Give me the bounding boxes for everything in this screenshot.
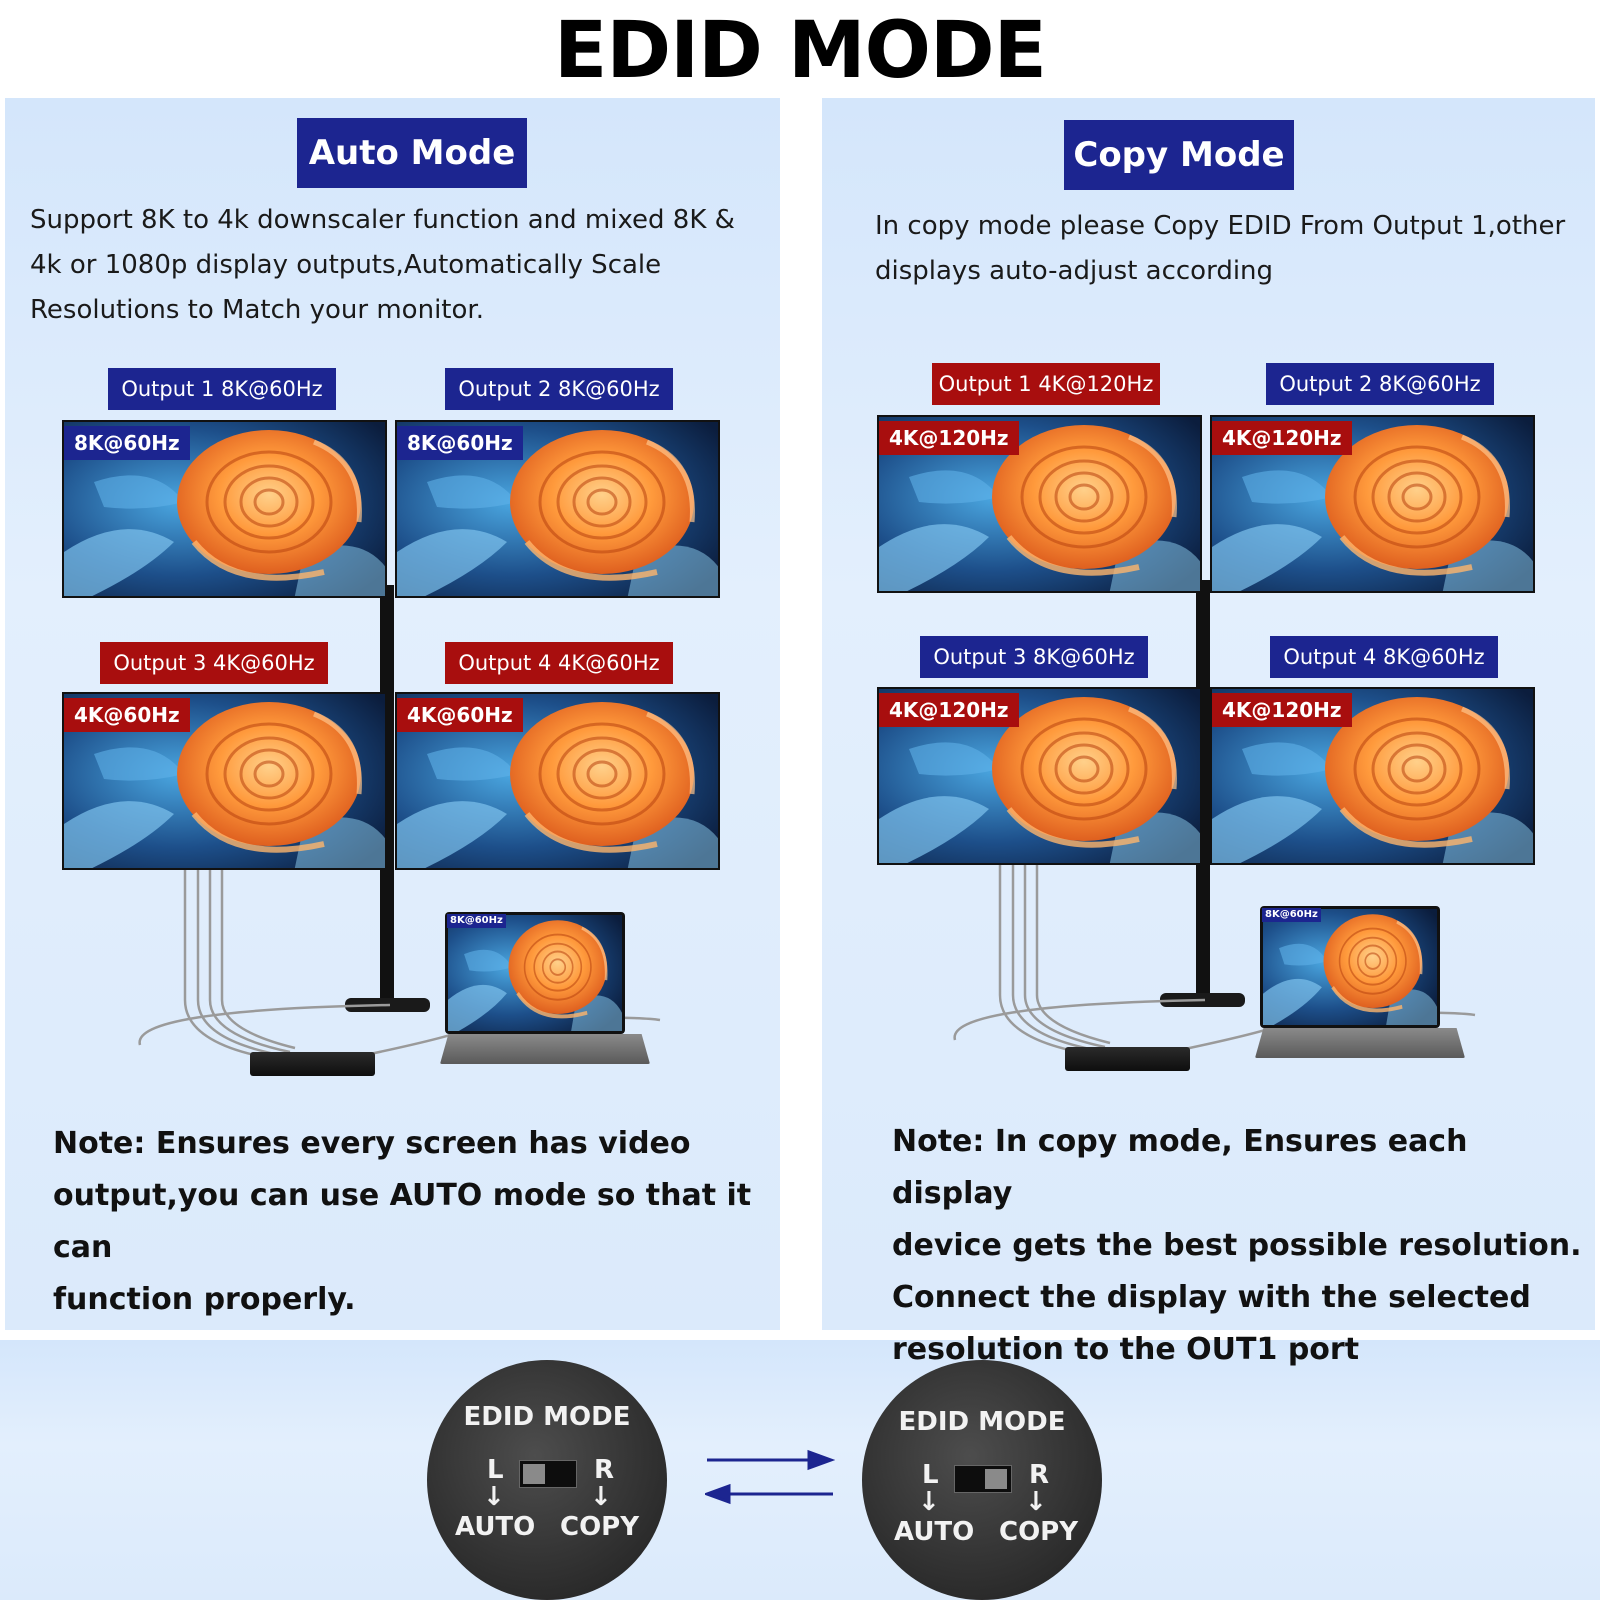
switch-right-letter: R — [1029, 1460, 1050, 1490]
auto-output-1-label: Output 1 8K@60Hz — [108, 368, 336, 410]
laptop-resolution-badge: 8K@60Hz — [1262, 908, 1321, 922]
copy-mode-description: In copy mode please Copy EDID From Outpu… — [875, 204, 1590, 294]
switch-title: EDID MODE — [898, 1407, 1066, 1437]
switch-panel — [0, 1340, 1600, 1600]
copy-mode-note: Note: In copy mode, Ensures each display… — [892, 1116, 1597, 1376]
copy-output-3-label: Output 3 8K@60Hz — [920, 636, 1148, 678]
auto-screen-4-resolution: 4K@60Hz — [397, 698, 523, 732]
auto-output-3-label: Output 3 4K@60Hz — [100, 642, 328, 684]
switch-copy-label: COPY — [999, 1517, 1079, 1547]
slide-switch[interactable] — [954, 1465, 1012, 1493]
switch-title: EDID MODE — [463, 1402, 631, 1432]
auto-mode-badge: Auto Mode — [297, 118, 527, 188]
rose-image — [1263, 909, 1437, 1025]
auto-output-2-label: Output 2 8K@60Hz — [445, 368, 673, 410]
rose-image — [448, 915, 622, 1031]
laptop-resolution-badge: 8K@60Hz — [447, 914, 506, 928]
copy-mode-badge: Copy Mode — [1064, 120, 1294, 190]
switch-copy-label: COPY — [560, 1512, 640, 1542]
auto-screen-1-resolution: 8K@60Hz — [64, 426, 190, 460]
down-arrow-icon: ↓ — [1025, 1487, 1047, 1517]
laptop-keyboard — [440, 1034, 650, 1064]
auto-desc-line: 4k or 1080p display outputs,Automaticall… — [30, 250, 662, 280]
switch-left-letter: L — [922, 1460, 939, 1490]
monitor-stand-pole — [380, 585, 394, 1005]
switch-auto-label: AUTO — [894, 1517, 975, 1547]
auto-note-line: output,you can use AUTO mode so that it … — [53, 1178, 752, 1265]
switch-direction-arrows — [705, 1449, 835, 1505]
auto-note-line: Note: Ensures every screen has video — [53, 1126, 691, 1161]
copy-screen-3-resolution: 4K@120Hz — [879, 693, 1019, 727]
auto-laptop: 8K@60Hz — [440, 912, 650, 1072]
rose-image — [397, 422, 718, 596]
copy-output-2-label: Output 2 8K@60Hz — [1266, 363, 1494, 405]
down-arrow-icon: ↓ — [590, 1482, 612, 1512]
copy-screen-1-resolution: 4K@120Hz — [879, 421, 1019, 455]
down-arrow-icon: ↓ — [918, 1487, 940, 1517]
switch-knob — [523, 1464, 545, 1484]
edid-switch-auto-closeup: EDID MODE L R ↓ ↓ AUTO COPY — [427, 1360, 667, 1600]
copy-monitor-1: 4K@120Hz — [877, 415, 1202, 593]
auto-screen-2-resolution: 8K@60Hz — [397, 426, 523, 460]
auto-desc-line: Support 8K to 4k downscaler function and… — [30, 205, 735, 235]
hdmi-splitter-device — [1065, 1047, 1190, 1071]
auto-desc-line: Resolutions to Match your monitor. — [30, 295, 484, 325]
auto-output-4-label: Output 4 4K@60Hz — [445, 642, 673, 684]
rose-image — [397, 694, 718, 868]
auto-monitor-4: 4K@60Hz — [395, 692, 720, 870]
copy-monitor-4: 4K@120Hz — [1210, 687, 1535, 865]
auto-screen-3-resolution: 4K@60Hz — [64, 698, 190, 732]
laptop-screen: 8K@60Hz — [1260, 906, 1440, 1028]
laptop-keyboard — [1255, 1028, 1465, 1058]
laptop-screen: 8K@60Hz — [445, 912, 625, 1034]
title-divider — [5, 90, 1595, 98]
switch-right-letter: R — [594, 1455, 615, 1485]
copy-desc-line: In copy mode please Copy EDID From Outpu… — [875, 211, 1566, 241]
copy-note-line: Connect the display with the selected — [892, 1280, 1531, 1315]
copy-screen-2-resolution: 4K@120Hz — [1212, 421, 1352, 455]
auto-monitor-1: 8K@60Hz — [62, 420, 387, 598]
auto-note-line: function properly. — [53, 1282, 356, 1317]
down-arrow-icon: ↓ — [483, 1482, 505, 1512]
copy-note-line: Note: In copy mode, Ensures each display — [892, 1124, 1468, 1211]
copy-output-4-label: Output 4 8K@60Hz — [1270, 636, 1498, 678]
hdmi-splitter-device — [250, 1052, 375, 1076]
copy-screen-4-resolution: 4K@120Hz — [1212, 693, 1352, 727]
auto-monitor-3: 4K@60Hz — [62, 692, 387, 870]
page-title: EDID MODE — [554, 6, 1047, 96]
auto-mode-description: Support 8K to 4k downscaler function and… — [30, 198, 770, 333]
monitor-stand-pole — [1196, 580, 1210, 1000]
switch-knob — [985, 1469, 1007, 1489]
switch-left-letter: L — [487, 1455, 504, 1485]
auto-mode-note: Note: Ensures every screen has video out… — [53, 1118, 773, 1326]
copy-note-line: device gets the best possible resolution… — [892, 1228, 1582, 1263]
edid-switch-copy-closeup: EDID MODE L R ↓ ↓ AUTO COPY — [862, 1360, 1102, 1600]
switch-auto-label: AUTO — [455, 1512, 536, 1542]
slide-switch[interactable] — [519, 1460, 577, 1488]
copy-laptop: 8K@60Hz — [1255, 906, 1465, 1066]
copy-monitor-2: 4K@120Hz — [1210, 415, 1535, 593]
rose-image — [879, 417, 1200, 591]
copy-desc-line: displays auto-adjust according — [875, 256, 1274, 286]
copy-monitor-3: 4K@120Hz — [877, 687, 1202, 865]
copy-output-1-label: Output 1 4K@120Hz — [932, 363, 1160, 405]
auto-monitor-2: 8K@60Hz — [395, 420, 720, 598]
